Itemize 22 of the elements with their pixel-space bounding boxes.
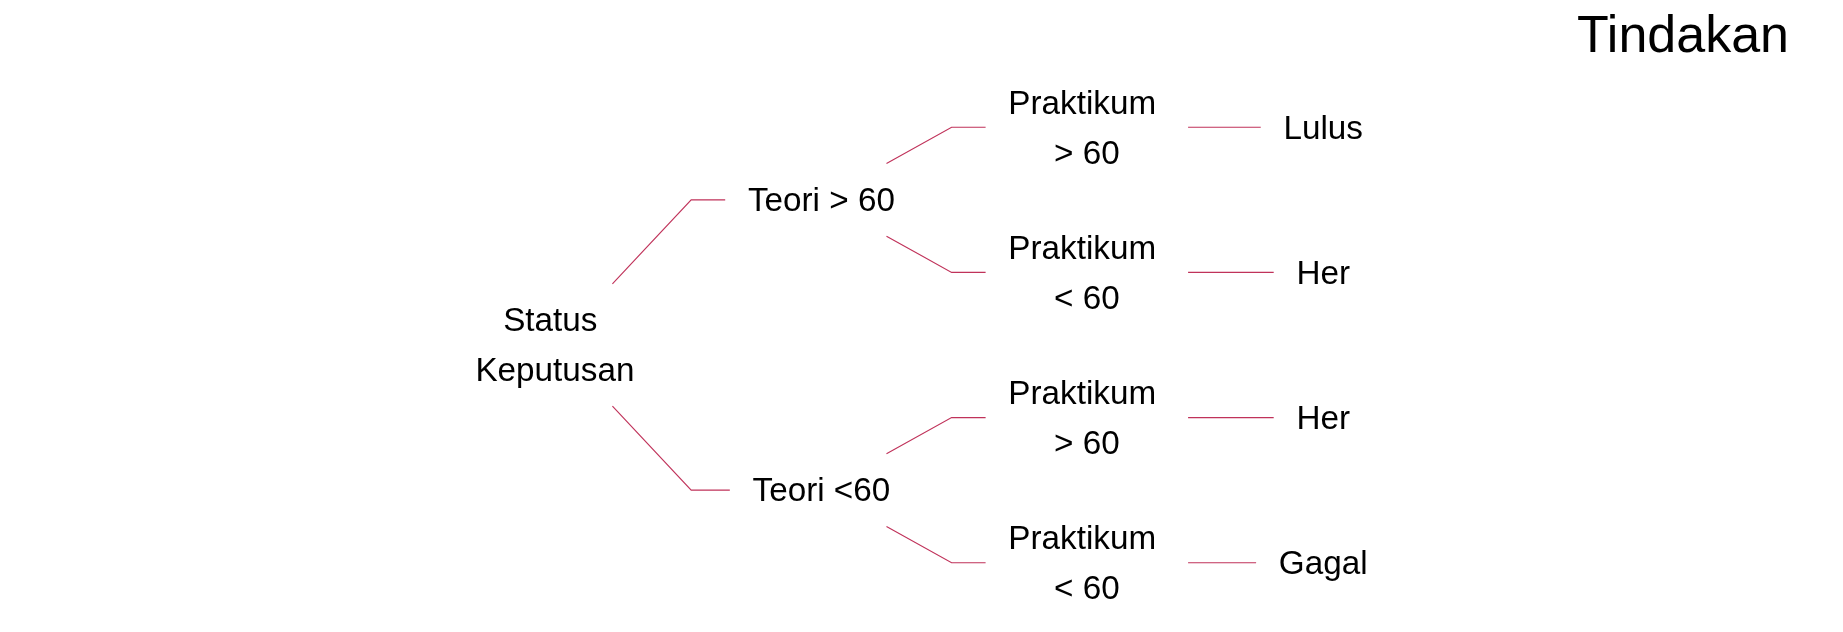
- connector: [885, 417, 987, 455]
- node-text: Teori > 60: [747, 180, 895, 218]
- node-text: Lulus: [1283, 108, 1363, 146]
- node-text: Praktikum > 60: [1008, 373, 1157, 461]
- node-text: Teori <60: [752, 471, 891, 509]
- connector: [611, 199, 726, 285]
- connector: [1187, 417, 1275, 419]
- node-text: Praktikum > 60: [1008, 83, 1157, 171]
- node-text: Praktikum < 60: [1008, 518, 1157, 606]
- connector: [885, 525, 987, 564]
- connector: [611, 405, 731, 491]
- node-text: Praktikum < 60: [1008, 228, 1157, 316]
- node-text: Her: [1296, 398, 1350, 436]
- connector: [1187, 126, 1262, 128]
- connector: [1187, 562, 1257, 564]
- connector: [885, 235, 987, 273]
- connector: [1187, 271, 1275, 273]
- node-text: Her: [1296, 253, 1350, 291]
- connector: [885, 126, 987, 165]
- column-heading: Tindakan: [1576, 4, 1790, 64]
- node-text: Status Keputusan: [475, 301, 635, 389]
- node-text: Gagal: [1278, 543, 1368, 581]
